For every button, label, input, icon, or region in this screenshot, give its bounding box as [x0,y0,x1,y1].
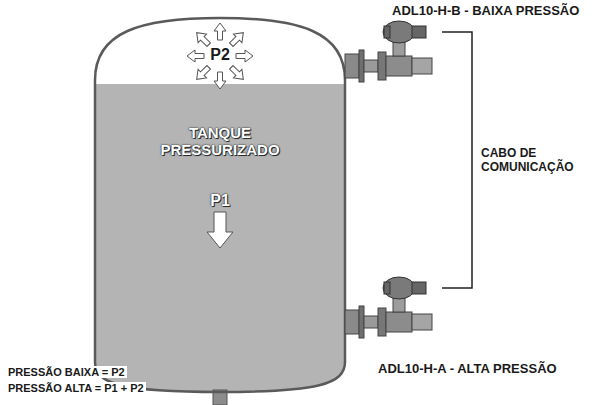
pressure-transmitter: ADL10-H-A - ALTA PRESSÃO [362,280,442,338]
tank-label: TANQUE PRESSURIZADO [150,124,290,159]
tank-label: P2 [95,46,345,64]
formula-note: PRESSÃO ALTA = P1 + P2 [6,382,146,394]
formula-note: PRESSÃO BAIXA = P2 [6,366,127,378]
transmitter-low [345,21,432,82]
tank-shell [95,18,345,392]
tank-vessel: P2TANQUE PRESSURIZADO P1 [95,18,345,392]
transmitter-label: ADL10-H-A - ALTA PRESSÃO [378,362,557,377]
liquid [90,84,350,404]
transmitter-high [345,277,432,338]
tank-label: P1 [95,192,345,210]
transmitter-label: ADL10-H-B - BAIXA PRESSÃO [392,4,579,19]
weight-arrow [207,212,233,248]
pressure-transmitter: ADL10-H-B - BAIXA PRESSÃO [362,24,442,82]
communication-cable [442,32,472,288]
cable-label: CABO DE COMUNICAÇÃO [479,145,583,176]
